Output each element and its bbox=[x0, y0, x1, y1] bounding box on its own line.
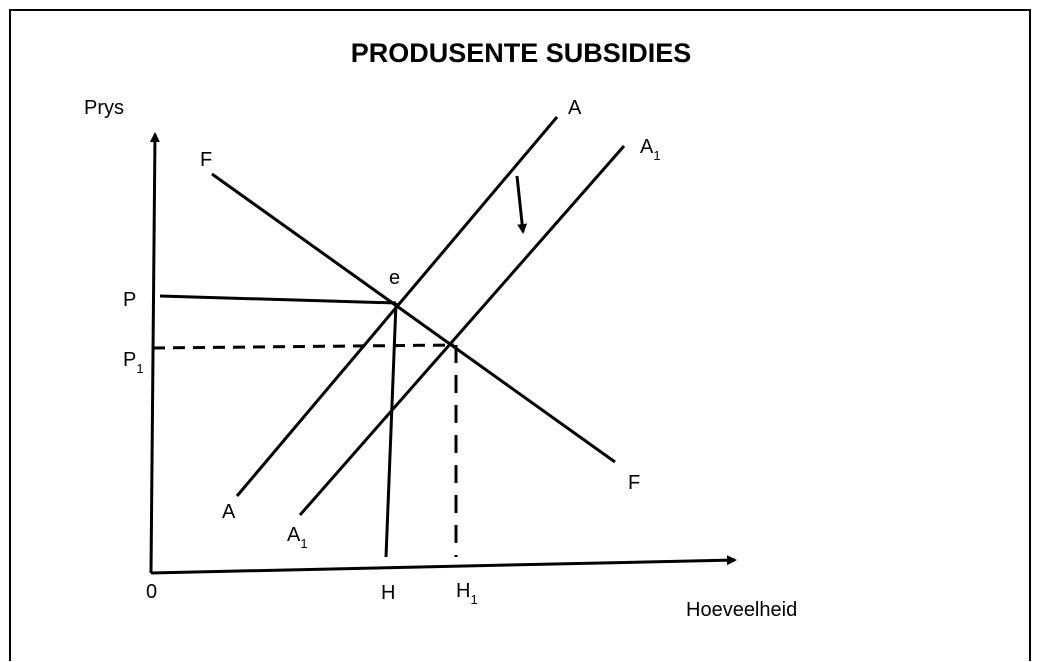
price-new-label: P1 bbox=[123, 349, 144, 376]
diagram-frame bbox=[9, 9, 1031, 661]
quantity-line bbox=[384, 302, 398, 558]
demand-label-top: F bbox=[200, 149, 212, 171]
price-new-dashed-line bbox=[152, 343, 455, 350]
shift-arrow bbox=[515, 175, 528, 234]
equilibrium-label: e bbox=[389, 267, 400, 289]
supply-curve-new bbox=[298, 145, 626, 516]
supply-label-top: A bbox=[568, 97, 582, 119]
quantity-label: H bbox=[381, 582, 395, 604]
supply-label-bottom: A bbox=[222, 501, 236, 523]
price-line bbox=[159, 294, 397, 305]
origin-label: 0 bbox=[146, 581, 157, 603]
price-label: P bbox=[123, 289, 136, 311]
supply-new-label-top: A1 bbox=[640, 136, 661, 163]
demand-label-bottom: F bbox=[628, 472, 640, 494]
x-axis-label: Hoeveelheid bbox=[686, 599, 797, 621]
diagram-title: PRODUSENTE SUBSIDIES bbox=[350, 38, 692, 68]
quantity-new-label: H1 bbox=[456, 580, 478, 607]
y-axis-label: Prys bbox=[84, 97, 124, 119]
supply-new-label-bottom: A1 bbox=[287, 524, 308, 551]
y-axis bbox=[149, 132, 160, 574]
x-axis bbox=[150, 555, 737, 575]
demand-curve bbox=[211, 172, 616, 464]
